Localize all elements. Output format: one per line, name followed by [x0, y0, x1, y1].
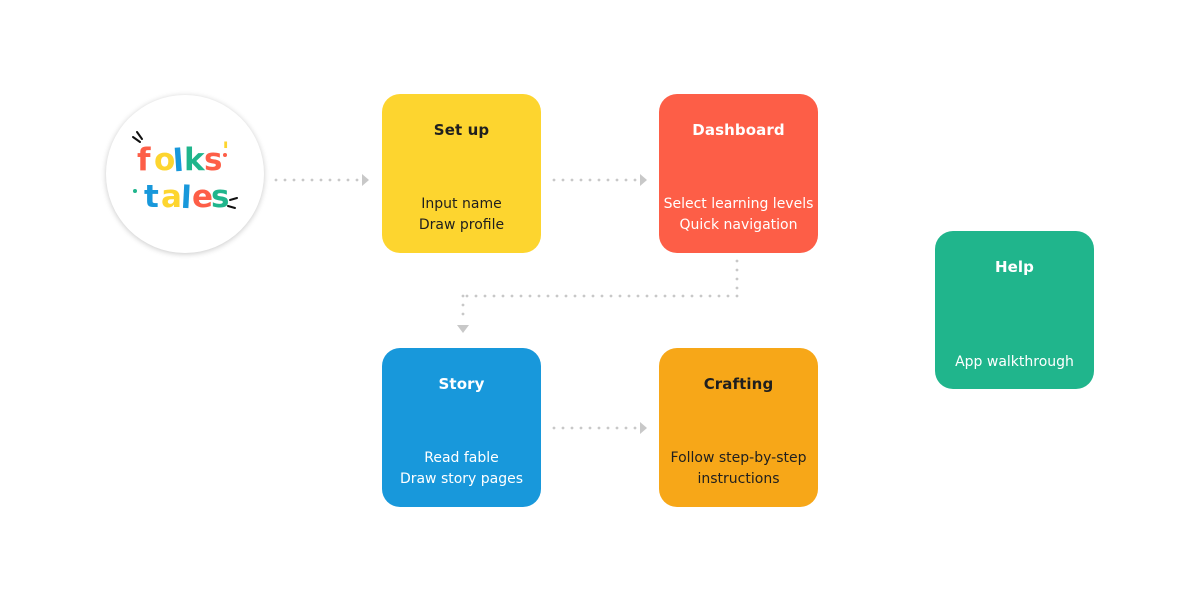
card-help[interactable]: Help App walkthrough	[935, 231, 1094, 389]
svg-text:l: l	[172, 143, 185, 180]
card-help-title: Help	[994, 258, 1034, 276]
card-setup-title: Set up	[433, 121, 490, 139]
card-story-line: Read fable	[424, 450, 499, 466]
logo-artwork: f o l k s ' t a l e s	[132, 131, 238, 216]
svg-text:s: s	[211, 179, 229, 215]
logo-word-folks: f o l k s '	[137, 137, 229, 179]
svg-text:k: k	[184, 142, 206, 178]
connector-dashboard-to-story	[457, 259, 739, 333]
svg-text:a: a	[161, 179, 182, 215]
card-story[interactable]: Story Read fable Draw story pages	[382, 348, 541, 507]
card-crafting-description: Follow step-by-step instructions	[659, 448, 818, 490]
logo-sparkle-marks	[132, 131, 238, 209]
connector-setup-to-dashboard	[552, 174, 647, 186]
logo-word-tales: t a l e s	[144, 179, 229, 216]
svg-text:': '	[222, 137, 229, 165]
svg-text:s: s	[204, 142, 222, 178]
card-setup-line: Draw profile	[418, 217, 505, 233]
card-dashboard-line: Select learning levels	[663, 196, 814, 212]
svg-text:e: e	[192, 179, 213, 215]
card-setup-description: Input name Draw profile	[382, 194, 541, 236]
card-dashboard-description: Select learning levels Quick navigation	[659, 194, 818, 236]
card-setup[interactable]: Set up Input name Draw profile	[382, 94, 541, 253]
connector-story-to-crafting	[552, 422, 647, 434]
card-setup-line: Input name	[421, 196, 502, 212]
card-dashboard[interactable]: Dashboard Select learning levels Quick n…	[659, 94, 818, 253]
folks-tales-logo: f o l k s ' t a l e s	[106, 95, 264, 253]
card-story-description: Read fable Draw story pages	[382, 448, 541, 490]
svg-text:t: t	[144, 179, 159, 215]
card-story-line: Draw story pages	[399, 471, 524, 487]
card-story-title: Story	[438, 375, 485, 393]
card-help-line: App walkthrough	[955, 354, 1074, 370]
svg-text:o: o	[154, 142, 175, 178]
card-crafting-line: instructions	[697, 471, 780, 487]
card-crafting-title: Crafting	[703, 375, 774, 393]
card-dashboard-title: Dashboard	[692, 121, 785, 139]
card-crafting-line: Follow step-by-step	[670, 450, 807, 466]
card-help-description: App walkthrough	[935, 352, 1094, 373]
card-crafting[interactable]: Crafting Follow step-by-step instruction…	[659, 348, 818, 507]
svg-text:f: f	[137, 142, 151, 178]
connector-logo-to-setup	[274, 174, 369, 186]
svg-text:l: l	[180, 180, 193, 217]
card-dashboard-line: Quick navigation	[679, 217, 798, 233]
